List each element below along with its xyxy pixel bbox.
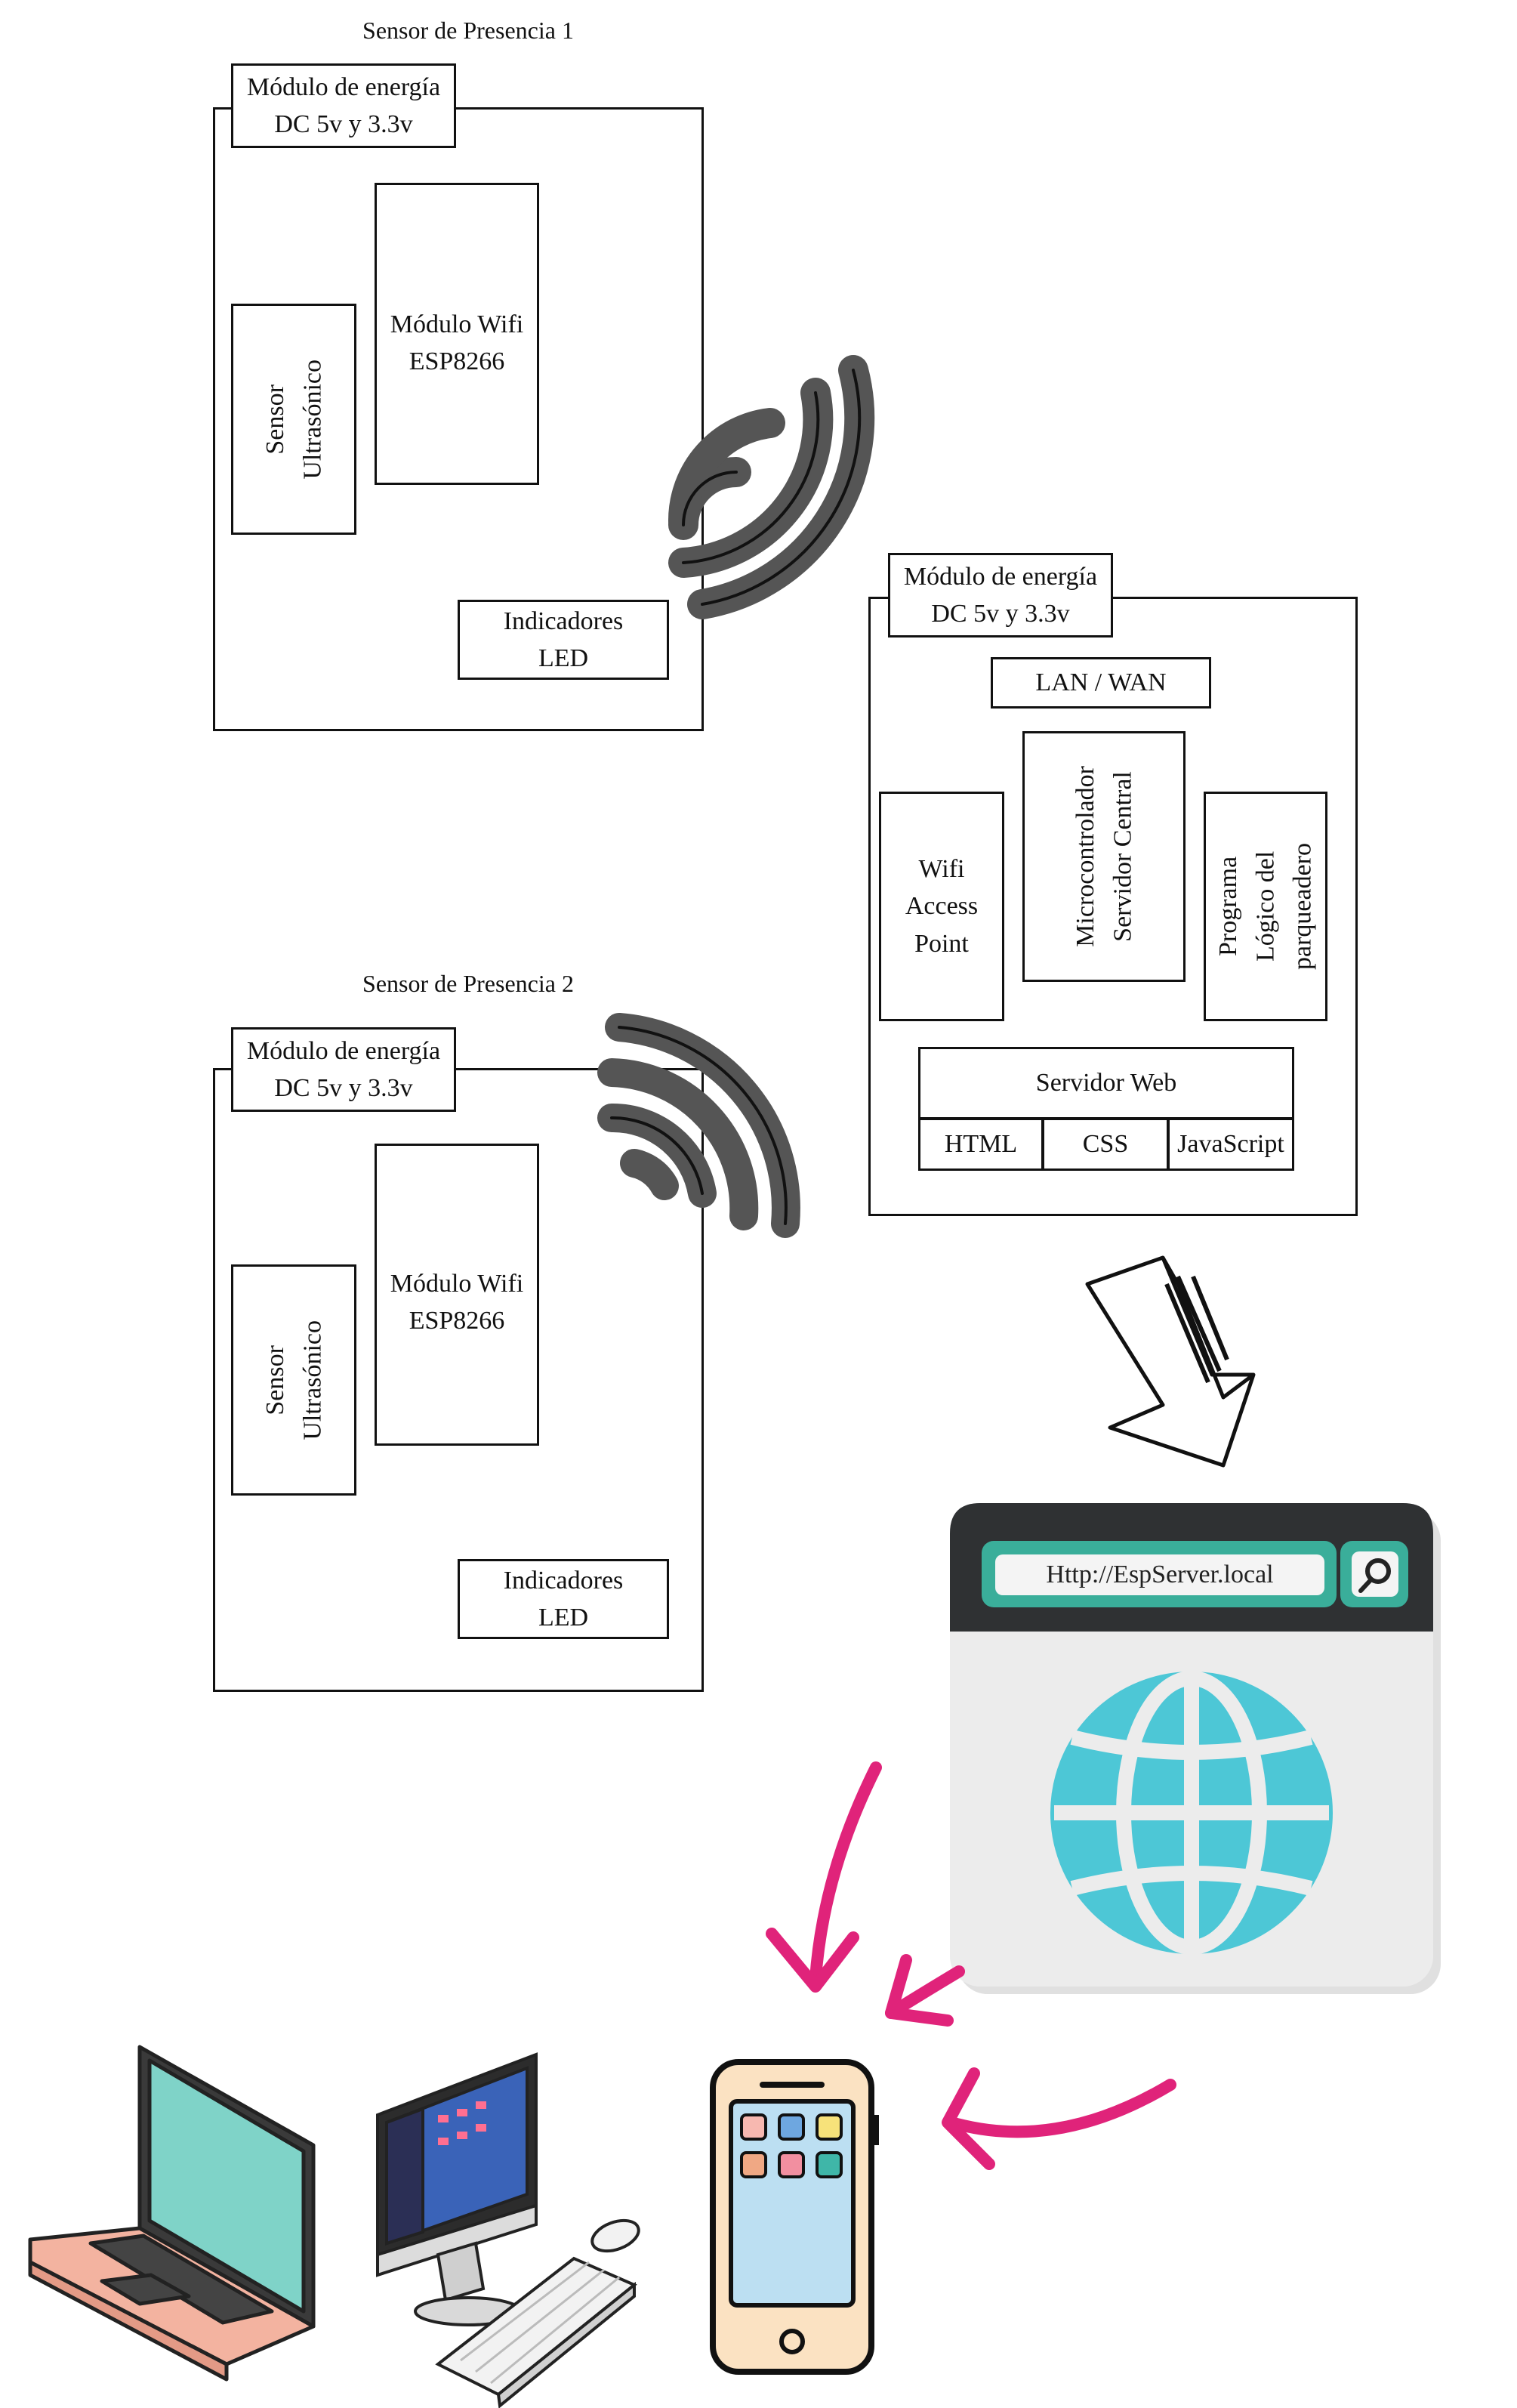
server-wifi-access-point: Wifi Access Point [879, 792, 1004, 1021]
desktop-computer-icon [376, 2052, 640, 2408]
server-css: CSS [1042, 1118, 1169, 1171]
sensor1-wifi-module: Módulo Wifi ESP8266 [375, 183, 539, 485]
sensor2-led-indicators: Indicadores LED [458, 1559, 669, 1639]
server-parking-program: Programa Lógico del parqueadero [1204, 792, 1327, 1021]
search-icon[interactable] [1358, 1558, 1391, 1593]
smartphone-icon [710, 2059, 879, 2375]
pink-arrow-2-icon [885, 1954, 965, 2027]
browser-window [950, 1503, 1441, 1994]
wifi-signal-1-icon [668, 355, 875, 619]
sensor1-power-module: Módulo de energía DC 5v y 3.3v [231, 63, 456, 148]
globe-icon [1046, 1667, 1337, 1959]
sensor1-title: Sensor de Presencia 1 [362, 17, 574, 44]
sensor1-ultrasonic-sensor: Sensor Ultrasónico [231, 304, 356, 535]
sensor2-ultrasonic-sensor: Sensor Ultrasónico [231, 1264, 356, 1496]
sensor1-led-indicators: Indicadores LED [458, 600, 669, 680]
down-arrow-icon [1085, 1255, 1256, 1468]
server-html: HTML [918, 1118, 1044, 1171]
laptop-icon [28, 2045, 316, 2382]
sensor2-power-module: Módulo de energía DC 5v y 3.3v [231, 1027, 456, 1112]
browser-url-field[interactable]: Http://EspServer.local [1046, 1561, 1274, 1588]
server-lan-wan: LAN / WAN [991, 657, 1211, 709]
pink-arrow-3-icon [942, 2067, 1176, 2170]
server-javascript: JavaScript [1167, 1118, 1294, 1171]
pink-arrow-1-icon [766, 1761, 882, 1993]
wifi-signal-2-icon [597, 1013, 800, 1238]
sensor2-title: Sensor de Presencia 2 [362, 970, 574, 997]
sensor2-wifi-module: Módulo Wifi ESP8266 [375, 1144, 539, 1446]
server-microcontroller: Microcontrolador Servidor Central [1022, 731, 1186, 982]
server-power-module: Módulo de energía DC 5v y 3.3v [888, 553, 1113, 638]
